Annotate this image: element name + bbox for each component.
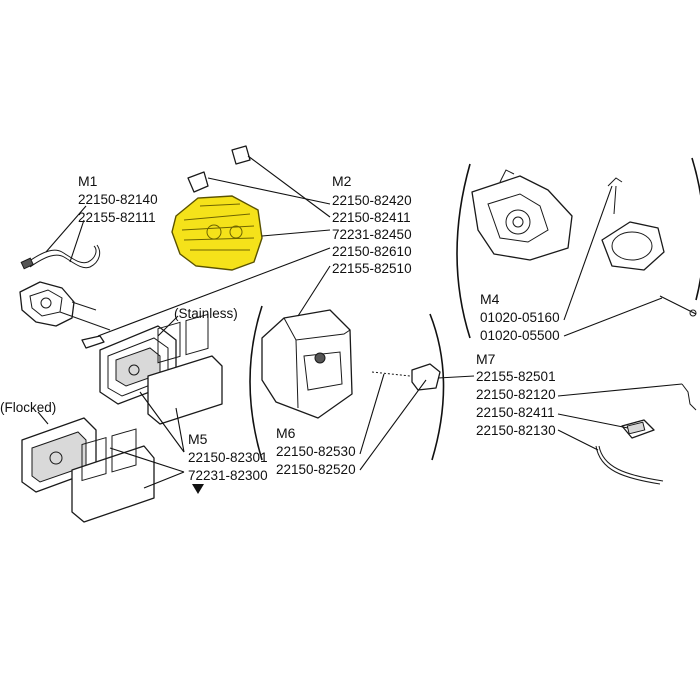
part-number: 01020-05160 [480, 310, 560, 325]
bracket-m4-right [691, 157, 700, 301]
bracket-m6-left [249, 305, 263, 461]
part-number: 22155-82111 [78, 210, 156, 225]
part-number: 22150-82530 [276, 444, 356, 459]
part-number: 01020-05500 [480, 328, 560, 343]
part-number: 22150-82140 [78, 192, 158, 207]
m6-group-label: M6 [276, 425, 296, 441]
m7-switch-assembly [595, 383, 697, 485]
part-number: 22150-82420 [332, 193, 412, 208]
m4-group-label: M4 [480, 291, 500, 307]
part-number: 72231-82300 [188, 468, 268, 483]
part-number: 22150-82411 [476, 405, 555, 420]
part-number: 22155-82501 [476, 369, 556, 384]
part-number: 22150-82120 [476, 387, 556, 402]
down-triangle-icon [192, 484, 204, 494]
bracket-m6-right [429, 313, 445, 461]
m2-cylinder-assembly [171, 145, 263, 271]
part-number: 22150-82610 [332, 244, 412, 259]
m1-carburetor-assembly [19, 244, 111, 349]
part-number: 22150-82130 [476, 423, 556, 438]
flocked-note: (Flocked) [0, 400, 56, 415]
m2-group-label: M2 [332, 173, 352, 189]
m5-stainless-muffler-front [147, 313, 223, 425]
part-number: 22150-82301 [188, 450, 268, 465]
m5-flocked-muffler-front [71, 428, 155, 523]
leader-lines [37, 155, 683, 489]
part-number: 22150-82411 [332, 210, 411, 225]
stainless-note: (Stainless) [174, 306, 238, 321]
m5-group-label: M5 [188, 431, 208, 447]
m7-group-label: M7 [476, 351, 496, 367]
part-number: 22150-82520 [276, 462, 356, 477]
part-number: 72231-82450 [332, 227, 412, 242]
highlighted-cylinder [171, 195, 263, 271]
m1-group-label: M1 [78, 173, 98, 189]
bracket-m4-left [456, 163, 471, 339]
part-number: 22155-82510 [332, 261, 412, 276]
m4-engine-assembly [471, 169, 697, 317]
m6-top-cover-assembly [261, 309, 441, 419]
